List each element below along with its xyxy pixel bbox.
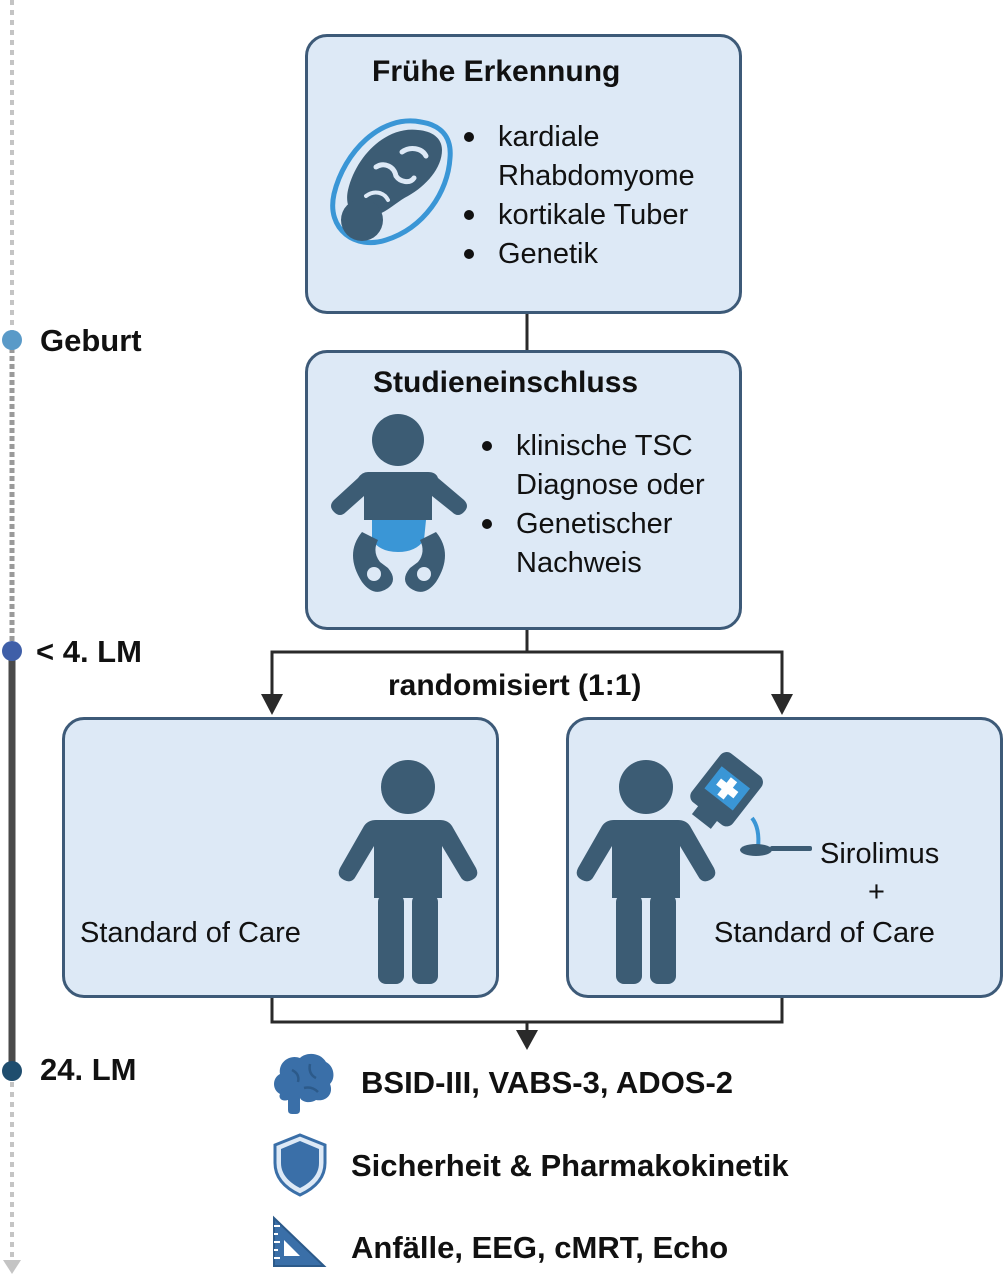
bullet-item: kardiale [460,118,695,157]
treatment-drug-label: Sirolimus [820,838,940,870]
bullet-dot [482,441,492,451]
bullet-dot [464,132,474,142]
arrow-right-arm [771,694,793,715]
study-inclusion-bullets: klinische TSC Diagnose oder Genetischer … [478,427,705,583]
bullet-item-continuation: Rhabdomyome [498,160,695,192]
fetus-icon [330,118,453,246]
treatment-plus-label: + [868,876,885,908]
milestone-label-4lm: < 4. LM [36,634,142,669]
outcome-label: Anfälle, EEG, cMRT, Echo [351,1230,729,1265]
study-inclusion-title: Studieneinschluss [373,366,639,399]
bullet-item: Genetischer [478,505,705,544]
outcome-label: Sicherheit & Pharmakokinetik [351,1148,789,1183]
milestone-label-birth: Geburt [40,323,142,358]
bullet-dot [464,249,474,259]
brain-icon [274,1053,334,1114]
timeline [2,0,22,1274]
bullet-item-continuation: Nachweis [516,547,642,579]
treatment-arm-label: Standard of Care [714,917,935,949]
bullet-dot [482,519,492,529]
medicine-bottle-spoon-icon [690,752,812,856]
child-icon [576,760,716,984]
bullet-item: kortikale Tuber [460,196,695,235]
milestone-label-24lm: 24. LM [40,1052,137,1087]
bullet-item: Genetik [460,235,695,274]
early-detection-bullets: kardiale Rhabdomyome kortikale Tuber Gen… [460,118,695,274]
milestone-dot-4lm [2,641,22,661]
bullet-item: klinische TSC [478,427,705,466]
milestone-dot-24lm [2,1061,22,1081]
randomization-label: randomisiert (1:1) [388,669,642,702]
arrow-left-arm [261,694,283,715]
ruler-triangle-icon [273,1215,327,1267]
bullet-dot [464,210,474,220]
control-arm-label: Standard of Care [80,917,301,949]
bullet-item-continuation: Diagnose oder [516,469,705,501]
outcome-label: BSID-III, VABS-3, ADOS-2 [361,1065,734,1100]
child-icon [338,760,478,984]
milestone-dot-birth [2,330,22,350]
shield-icon [273,1133,327,1197]
early-detection-title: Frühe Erkennung [372,55,621,88]
baby-icon [331,414,467,592]
arrow-outcomes [516,1030,538,1050]
